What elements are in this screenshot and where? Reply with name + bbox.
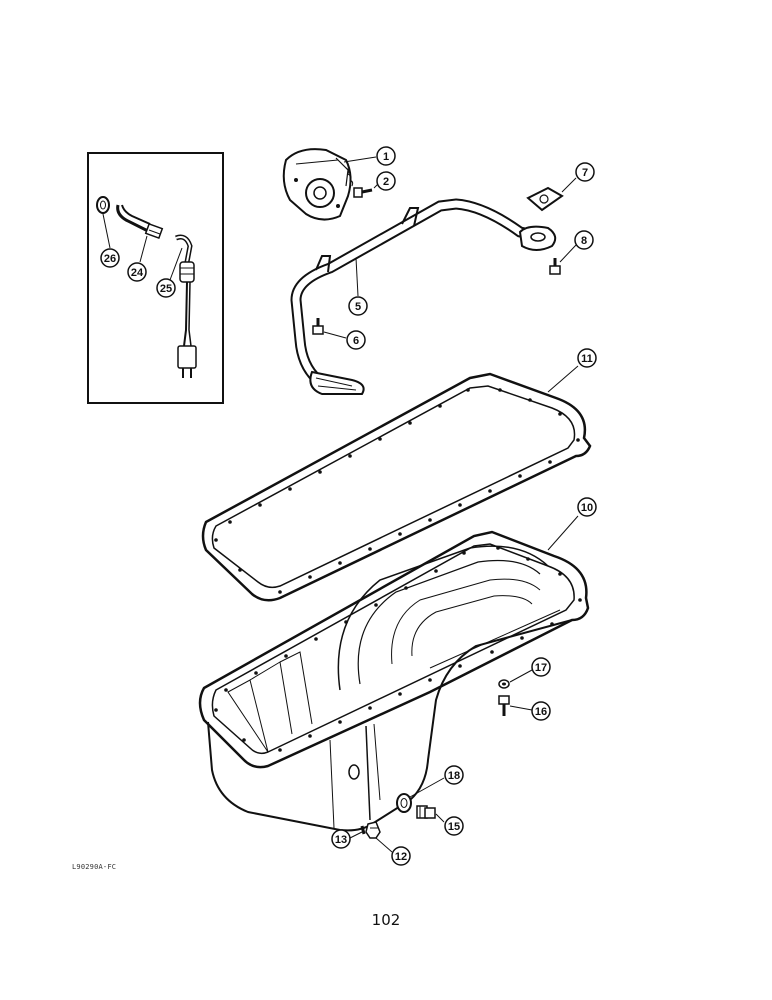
tube-support-bolt	[312, 318, 324, 335]
flange-bolt	[549, 258, 561, 275]
svg-text:11: 11	[581, 353, 593, 365]
callout-2: 2	[376, 171, 396, 191]
callout-5: 5	[348, 296, 368, 316]
heater-inset: 26 24 25	[87, 152, 224, 404]
oil-pan	[198, 530, 590, 832]
drain-fitting	[365, 821, 381, 839]
heater-element	[116, 204, 164, 240]
svg-text:6: 6	[353, 335, 359, 347]
callout-18: 18	[444, 765, 464, 785]
callout-1: 1	[376, 146, 396, 166]
heater-seal-ring	[96, 196, 110, 214]
callout-15: 16	[531, 701, 551, 721]
callout-24: 24	[127, 262, 147, 282]
oil-pan-bolt	[498, 695, 510, 716]
gasket-bolt-holes	[214, 388, 580, 594]
callout-13: 13	[331, 829, 351, 849]
o-ring	[360, 825, 366, 835]
callout-26: 26	[100, 248, 120, 268]
washer	[498, 679, 510, 689]
svg-text:1: 1	[383, 151, 389, 163]
tube-flange-gasket	[526, 186, 564, 212]
pan-bolt-holes	[214, 546, 582, 752]
oil-pump	[282, 148, 354, 221]
sealing-washer	[396, 793, 412, 813]
svg-text:18: 18	[448, 770, 460, 782]
svg-text:8: 8	[581, 235, 587, 247]
svg-text:25: 25	[160, 283, 172, 295]
svg-text:13: 13	[335, 834, 347, 846]
svg-text:12: 12	[395, 851, 407, 863]
figure-reference-code: L90290A-FC	[72, 863, 117, 871]
svg-text:7: 7	[582, 167, 588, 179]
page-number: 102	[371, 911, 401, 929]
svg-text:26: 26	[104, 253, 116, 265]
callout-16: 17	[531, 657, 551, 677]
callout-6: 6	[346, 330, 366, 350]
svg-text:15: 15	[448, 821, 460, 833]
callout-8: 8	[574, 230, 594, 250]
callout-17: 15	[444, 816, 464, 836]
svg-text:2: 2	[383, 176, 389, 188]
pump-bolt	[353, 187, 373, 198]
heater-cord	[175, 234, 197, 378]
svg-text:17: 17	[535, 662, 547, 674]
callout-12: 12	[391, 846, 411, 866]
callout-10: 10	[577, 497, 597, 517]
callout-25: 25	[156, 278, 176, 298]
oil-suction-tube	[290, 198, 557, 395]
svg-text:24: 24	[131, 267, 144, 279]
svg-text:10: 10	[581, 502, 593, 514]
inset-frame	[87, 152, 224, 404]
callout-7: 7	[575, 162, 595, 182]
svg-text:16: 16	[535, 706, 547, 718]
callout-11: 11	[577, 348, 597, 368]
drain-plug	[416, 805, 436, 819]
oil-pan-gasket	[201, 372, 592, 602]
svg-text:5: 5	[355, 301, 361, 313]
